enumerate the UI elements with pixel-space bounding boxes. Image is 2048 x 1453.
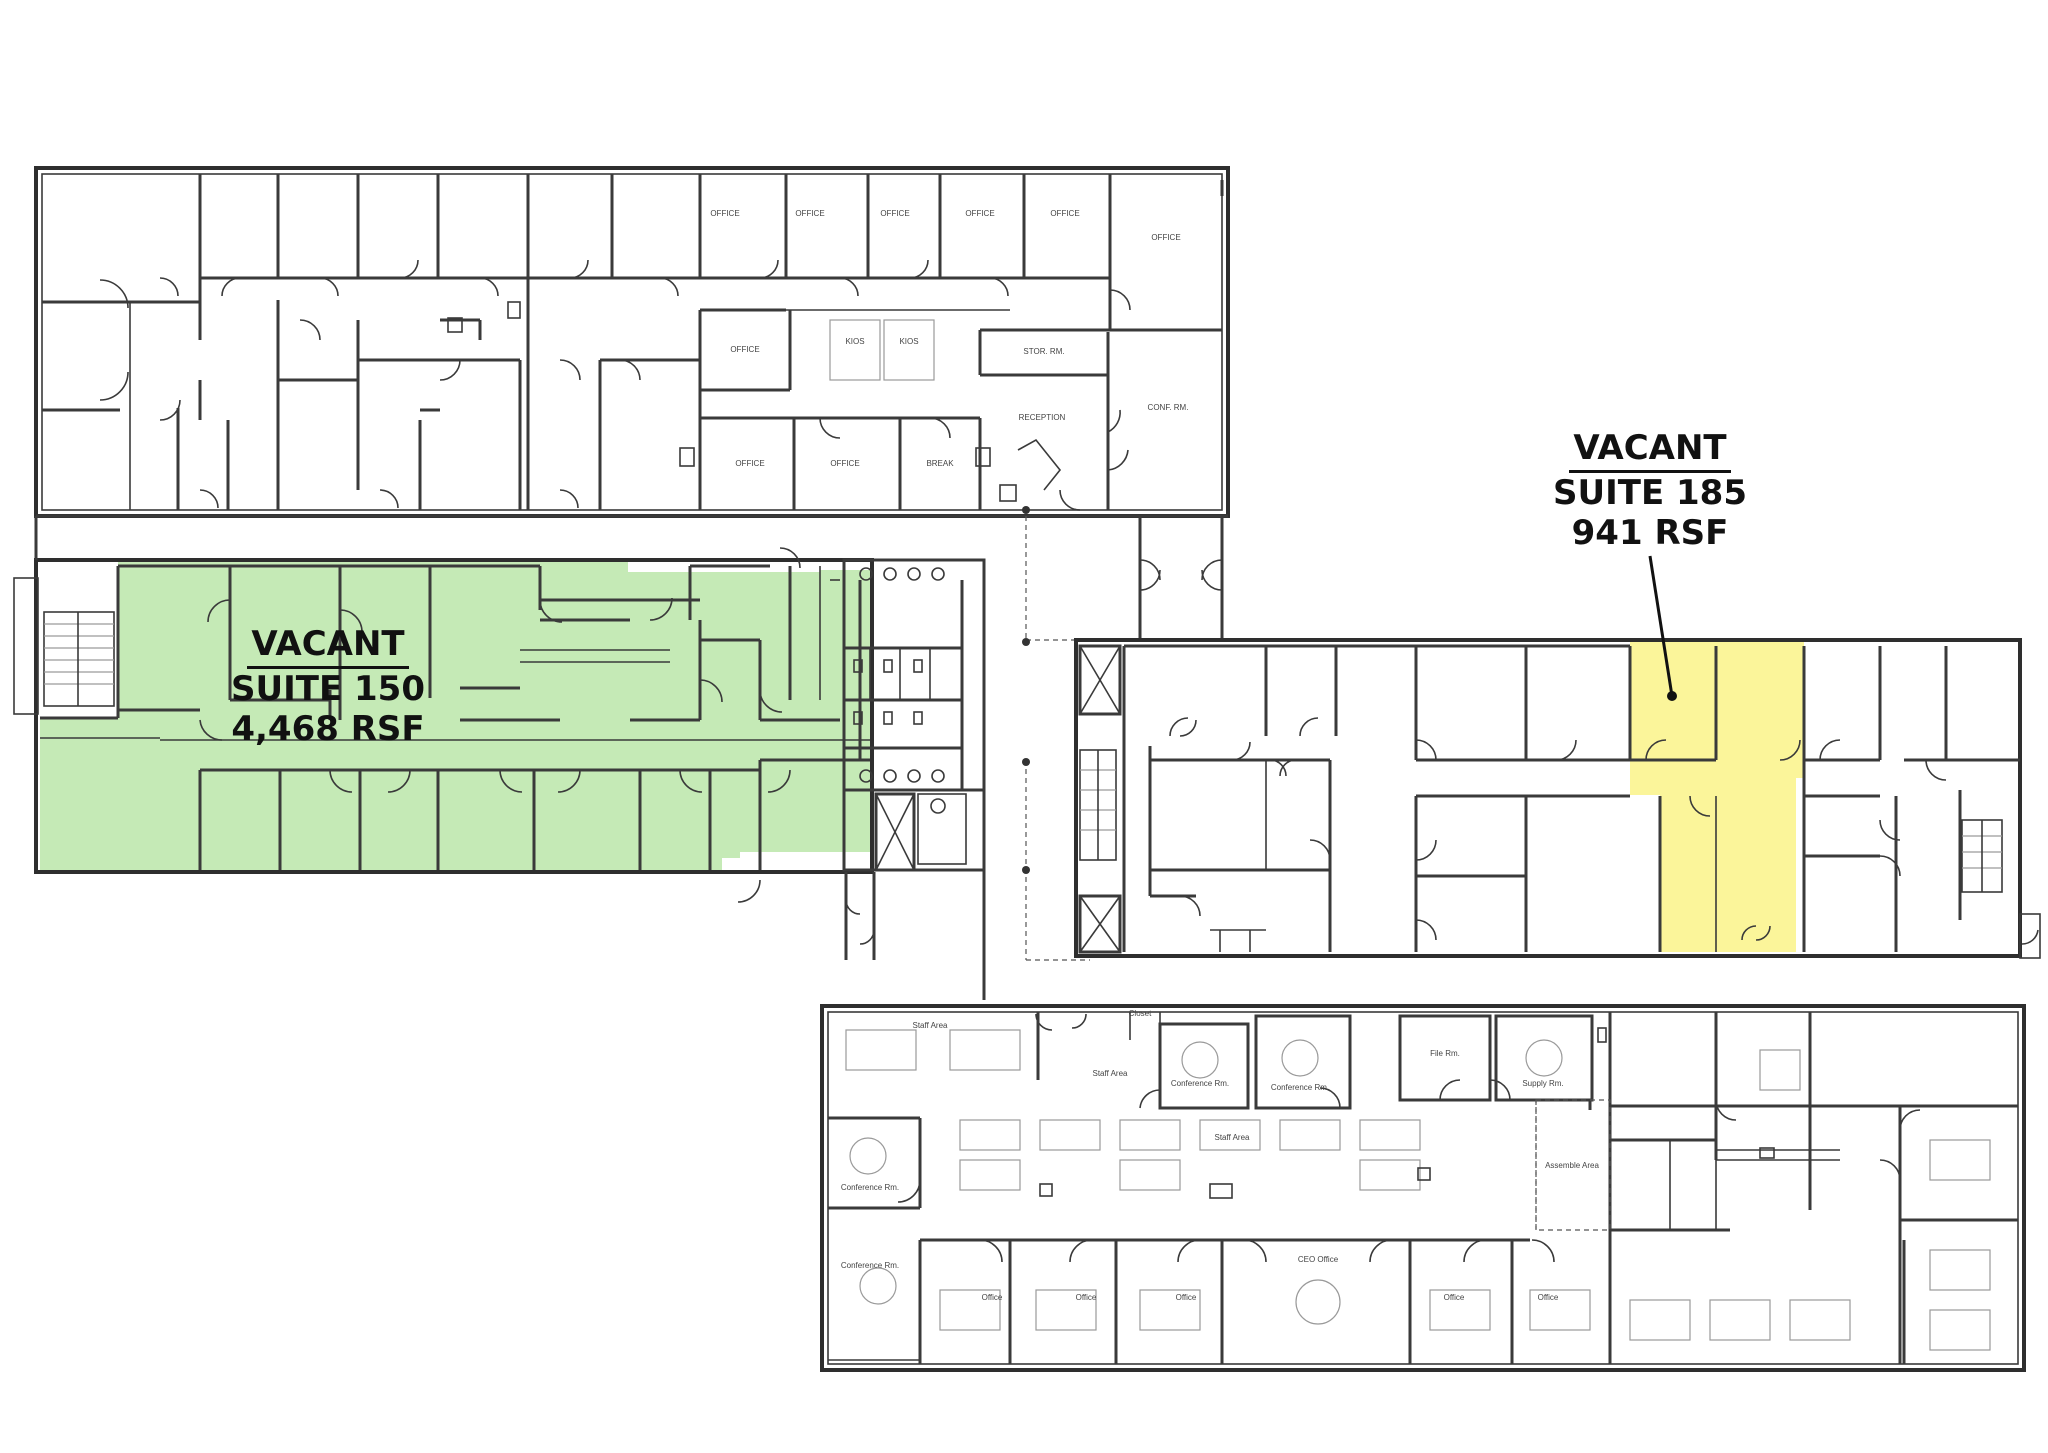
south-wing-walls xyxy=(820,1004,2026,1372)
office-label-5: OFFICE xyxy=(1050,209,1079,218)
office-label-6: OFFICE xyxy=(1151,233,1180,242)
office-b-label-1: Office xyxy=(982,1293,1003,1302)
conf-label-3: Conference Rm. xyxy=(841,1183,899,1192)
closet-label: Closet xyxy=(1129,1009,1152,1018)
suite-185-number: SUITE 185 xyxy=(1553,473,1747,514)
suite-150-status: VACANT xyxy=(247,624,409,670)
suite-185-highlight[interactable] xyxy=(1630,642,1804,952)
suite-185-area[interactable] xyxy=(1630,642,1804,952)
suite-150-area: 4,468 RSF xyxy=(231,709,425,750)
suite-185-leader-dot xyxy=(1667,691,1677,701)
conf-rm-label: CONF. RM. xyxy=(1148,403,1189,412)
assemble-area-label: Assemble Area xyxy=(1545,1161,1599,1170)
office-b-label-4: Office xyxy=(1444,1293,1465,1302)
office-label-1: OFFICE xyxy=(710,209,739,218)
office-label-9: OFFICE xyxy=(830,459,859,468)
office-label-7: OFFICE xyxy=(730,345,759,354)
suite-185-leader-line xyxy=(1648,555,1674,697)
central-corridor xyxy=(1022,506,1224,961)
office-label-4: OFFICE xyxy=(965,209,994,218)
conf-label-1: Conference Rm. xyxy=(1171,1079,1229,1088)
kiosk-label-2: KIOS xyxy=(899,337,918,346)
north-wing-walls xyxy=(34,166,1230,518)
supply-rm-label: Supply Rm. xyxy=(1522,1079,1563,1088)
south-wing-labels: Staff Area Staff Area Conference Rm. Con… xyxy=(841,1009,1600,1302)
suite-150-number: SUITE 150 xyxy=(231,669,425,710)
conf-label-4: Conference Rm. xyxy=(841,1261,899,1270)
suite-185-callout[interactable]: VACANT SUITE 185 941 RSF xyxy=(1540,428,1760,553)
conf-label-2: Conference Rm. xyxy=(1271,1083,1329,1092)
stor-label: STOR. RM. xyxy=(1023,347,1064,356)
office-label-2: OFFICE xyxy=(795,209,824,218)
staff-area-label-3: Staff Area xyxy=(1215,1133,1251,1142)
suite-185-area: 941 RSF xyxy=(1571,513,1729,554)
ceo-office-label: CEO Office xyxy=(1298,1255,1339,1264)
office-label-8: OFFICE xyxy=(735,459,764,468)
suite-150-area[interactable] xyxy=(40,560,870,870)
suite-185-status: VACANT xyxy=(1569,428,1731,474)
office-b-label-3: Office xyxy=(1176,1293,1197,1302)
break-label: BREAK xyxy=(926,459,954,468)
reception-label: RECEPTION xyxy=(1019,413,1066,422)
office-label-3: OFFICE xyxy=(880,209,909,218)
suite-150-highlight[interactable] xyxy=(40,560,870,870)
east-wing-walls xyxy=(1074,638,2041,959)
staff-area-label-2: Staff Area xyxy=(1093,1069,1129,1078)
office-b-label-5: Office xyxy=(1538,1293,1559,1302)
kiosk-label-1: KIOS xyxy=(845,337,864,346)
office-b-label-2: Office xyxy=(1076,1293,1097,1302)
west-wing-walls xyxy=(13,516,986,1000)
north-wing-labels: OFFICE OFFICE OFFICE OFFICE OFFICE OFFIC… xyxy=(710,209,1188,468)
file-rm-label: File Rm. xyxy=(1430,1049,1460,1058)
suite-150-callout[interactable]: VACANT SUITE 150 4,468 RSF xyxy=(218,624,438,749)
staff-area-label-1: Staff Area xyxy=(913,1021,949,1030)
